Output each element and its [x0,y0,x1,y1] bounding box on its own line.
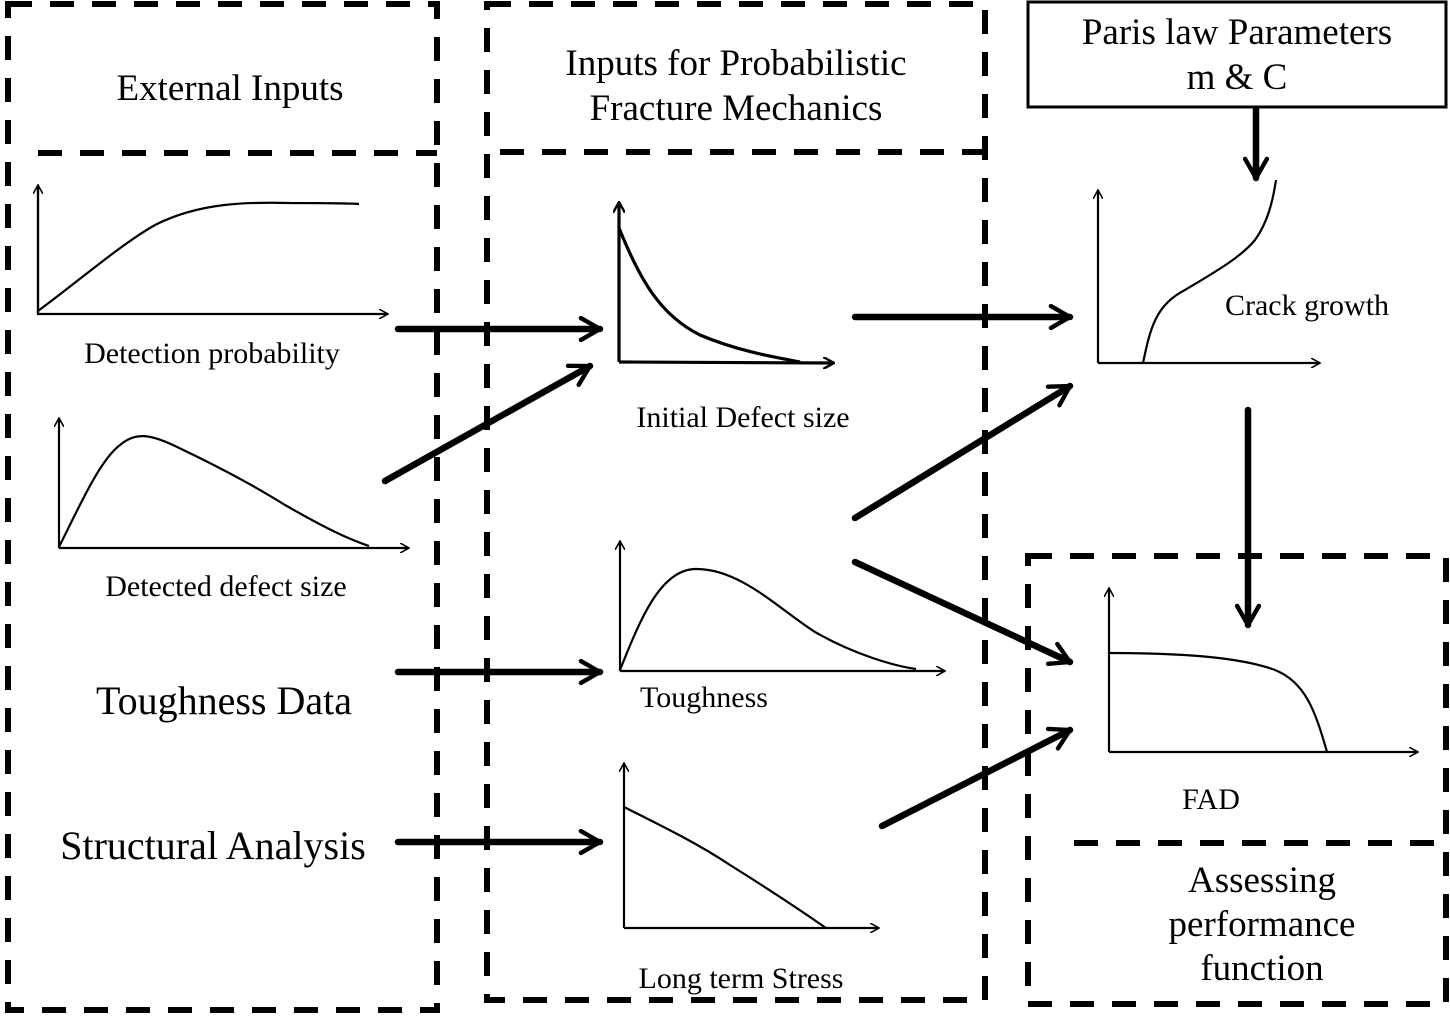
long-term-stress-label: Long term Stress [639,962,844,995]
x-axis [618,362,834,363]
assessment-title-line1: Assessing [1188,860,1336,901]
fad-curve [1108,651,1329,753]
assessment-container [1025,553,1449,1007]
crack-growth-curve [1141,179,1278,364]
long-term-stress-curve [623,806,827,929]
assessment-title-line3: function [1200,948,1323,989]
toughness-data-label: Toughness Data [96,678,352,723]
fad-label: FAD [1182,783,1240,816]
arrow-toughness-to-fad [851,558,1074,667]
pfm-inputs-border [484,1,988,1003]
plot-initial-defect-size: Initial Defect size [619,202,850,434]
detection-probability-label: Detection probability [84,337,340,370]
arrow-toughness-to-crack-growth [851,382,1074,522]
plot-long-term-stress: Long term Stress [624,763,879,995]
initial-defect-size-curve [617,227,801,364]
assessment-title-line2: performance [1169,904,1356,945]
structural-analysis-label: Structural Analysis [60,823,366,868]
pfm-inputs-title-line1: Inputs for Probabilistic [565,43,906,84]
pfm-inputs-title-line2: Fracture Mechanics [590,88,883,129]
arrow-stress-to-fad [878,726,1074,830]
plot-detection-probability: Detection probability [38,185,388,370]
plot-crack-growth: Crack growth [1098,179,1389,364]
assessment-border [1025,553,1449,1007]
flow-arrows [381,105,1270,856]
detected-defect-size-label: Detected defect size [105,570,347,603]
plot-fad: FAD [1109,588,1418,816]
pfm-inputs-container [484,1,988,1003]
external-inputs-title: External Inputs [116,68,343,109]
paris-law-box [1026,0,1448,109]
crack-growth-label: Crack growth [1225,289,1389,322]
detected-defect-size-curve [58,435,370,548]
external-inputs-container [5,1,440,1013]
paris-law-border [1026,0,1448,109]
external-inputs-border [5,1,440,1013]
plot-detected-defect-size: Detected defect size [59,418,409,603]
paris-law-title-line1: Paris law Parameters [1082,12,1392,53]
arrow-detected-to-initial-defect [381,362,594,485]
toughness-curve [618,567,917,671]
toughness-label: Toughness [640,681,768,714]
plot-toughness: Toughness [620,541,945,714]
paris-law-title-line2: m & C [1187,57,1288,98]
detection-probability-curve [37,201,360,312]
initial-defect-size-label: Initial Defect size [636,401,849,434]
